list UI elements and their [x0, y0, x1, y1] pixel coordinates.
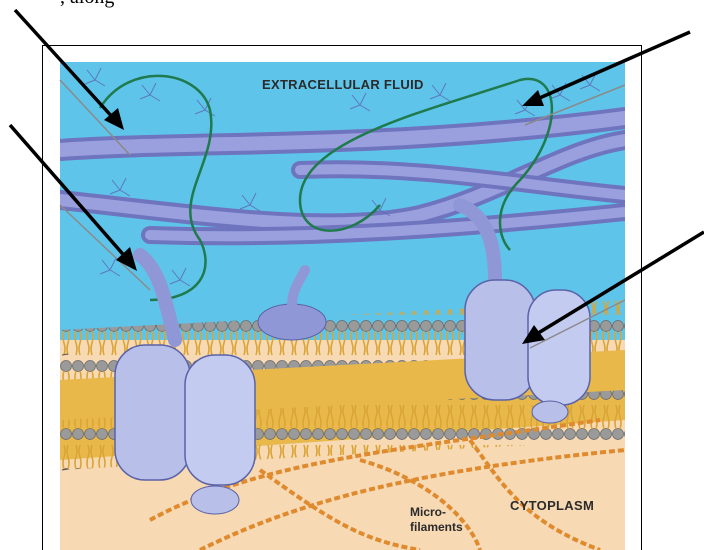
figure-frame	[42, 45, 642, 550]
label-cytoplasm: CYTOPLASM	[510, 498, 594, 513]
label-microfilaments-line1: Micro-	[410, 505, 463, 520]
label-microfilaments-line2: filaments	[410, 520, 463, 535]
label-microfilaments: Micro- filaments	[410, 505, 463, 535]
label-extracellular-fluid: EXTRACELLULAR FLUID	[262, 77, 424, 92]
